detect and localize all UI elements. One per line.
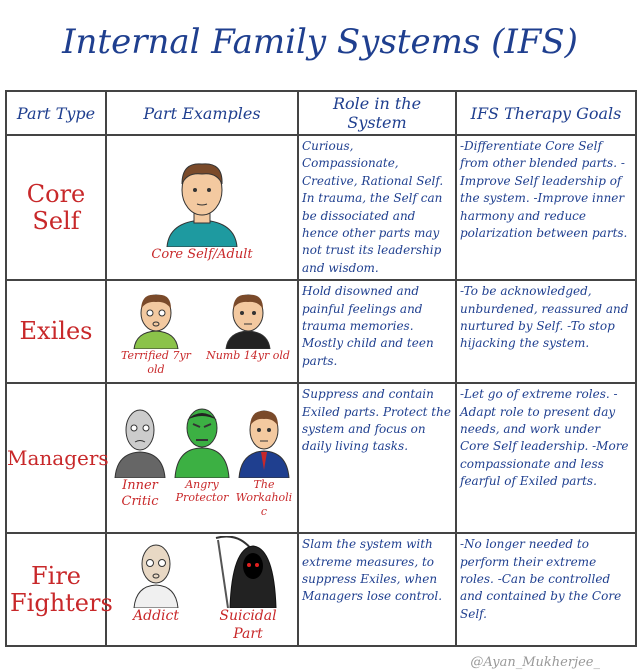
part-type: Core Self (5, 133, 107, 282)
role-text: Suppress and contain Exiled parts. Prote… (297, 382, 457, 535)
example-caption: Inner Critic (121, 477, 159, 509)
part-examples: Terrified 7yr old Numb 14yr old (105, 279, 299, 385)
table-row: Fire Fighters Addict (5, 532, 637, 648)
child-face-icon (133, 294, 179, 349)
table-row: Core Self Core Self/Adult Curious, Compa… (5, 133, 637, 282)
angry-protector-icon (174, 408, 230, 478)
part-type: Exiles (5, 279, 107, 385)
ifs-table: Part Type Part Examples Role in the Syst… (5, 90, 637, 648)
part-examples: Inner Critic Angry Protector (105, 382, 299, 535)
role-text: Slam the system with extreme measures, t… (297, 532, 457, 648)
inner-critic-icon (114, 409, 166, 478)
example-caption: Angry Protector (175, 477, 229, 505)
part-examples: Addict Suicidal Part (105, 532, 299, 648)
teen-face-icon (225, 294, 271, 349)
example-caption: Core Self/Adult (151, 246, 253, 262)
grim-reaper-icon (215, 536, 277, 609)
goals-text: -Let go of extreme roles. -Adapt role to… (455, 382, 637, 535)
example-caption: The Workaholic (235, 477, 293, 519)
part-type: Managers (5, 382, 109, 535)
role-text: Hold disowned and painful feelings and t… (297, 279, 457, 385)
goals-text: -Differentiate Core Self from other blen… (455, 133, 637, 282)
author-credit: @Ayan_Mukherjee_ (470, 655, 600, 670)
header-row: Part Type Part Examples Role in the Syst… (5, 90, 637, 136)
role-text: Curious, Compassionate, Creative, Ration… (297, 133, 457, 282)
table-row: Exiles Terrified 7yr old (5, 279, 637, 385)
adult-face-icon (166, 163, 238, 247)
part-examples: Core Self/Adult (105, 133, 299, 282)
header-part-type: Part Type (5, 90, 107, 136)
header-role: Role in the System (297, 90, 457, 136)
addict-icon (133, 544, 179, 609)
header-part-examples: Part Examples (105, 90, 299, 136)
example-caption: Terrified 7yr old (121, 348, 191, 376)
page-title: Internal Family Systems (IFS) (62, 22, 578, 62)
example-caption: Numb 14yr old (206, 348, 290, 362)
workaholic-icon (238, 410, 290, 478)
goals-text: -To be acknowledged, unburdened, reassur… (455, 279, 637, 385)
table-row: Managers Inner Critic (5, 382, 637, 535)
goals-text: -No longer needed to perform their extre… (455, 532, 637, 648)
table-wrapper: Part Type Part Examples Role in the Syst… (5, 90, 637, 670)
part-type: Fire Fighters (5, 532, 113, 648)
header-goals: IFS Therapy Goals (455, 90, 637, 136)
example-caption: Addict (133, 608, 179, 625)
example-caption: Suicidal Part (219, 608, 277, 642)
